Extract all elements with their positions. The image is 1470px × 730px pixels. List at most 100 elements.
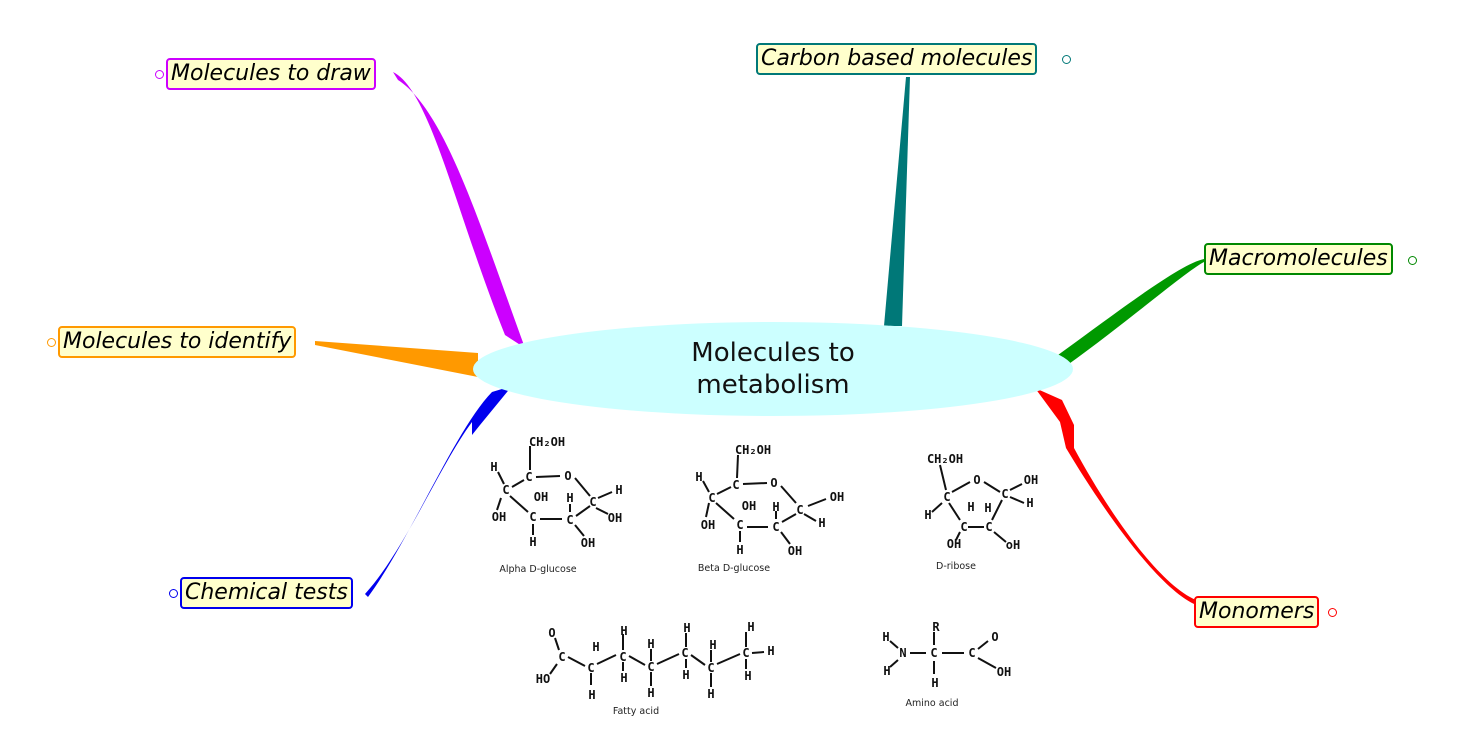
atom-label: C (707, 661, 714, 675)
atom-label: C (930, 646, 937, 660)
atom-label: C (681, 646, 688, 660)
atom-label: CH₂OH (927, 452, 963, 466)
atom-label: C (742, 646, 749, 660)
branch-macromolecules (1058, 259, 1204, 366)
caption-fatty-acid: Fatty acid (613, 706, 659, 717)
atom-label: OH (997, 665, 1011, 679)
node-label: Molecules to identify (63, 329, 292, 354)
atom-label: C (502, 483, 509, 497)
atom-label: H (709, 638, 716, 652)
atom-label: OH (742, 499, 756, 513)
central-topic-label: Molecules to metabolism (691, 338, 855, 400)
atom-label: H (818, 516, 825, 530)
atom-label: R (932, 620, 940, 634)
atom-label: C (968, 646, 975, 660)
node-label: Monomers (1199, 599, 1315, 624)
node-chemical-tests[interactable]: Chemical tests (180, 577, 353, 609)
atom-label: CH₂OH (529, 435, 565, 449)
atom-label: C (772, 520, 779, 534)
node-label: Molecules to draw (171, 61, 371, 86)
node-label: Macromolecules (1209, 246, 1388, 271)
molecule-beta-d-glucose: CH₂OH H C O C OH H C OH OH C C H H OH Be… (695, 443, 844, 574)
molecule-alpha-d-glucose: CH₂OH H C O C OH H C H OH C C OH H OH Al… (490, 435, 622, 575)
atom-label: C (529, 510, 536, 524)
atom-label: OH (581, 536, 595, 550)
atom-label: H (1026, 496, 1033, 510)
atom-label: H (566, 491, 573, 505)
branch-molecules-to-identify (315, 341, 478, 377)
atom-label: OH (947, 537, 961, 551)
atom-label: H (695, 470, 702, 484)
branch-molecules-to-draw (393, 72, 525, 348)
atom-label: H (736, 543, 743, 557)
atom-label: H (490, 460, 497, 474)
atom-label: HO (536, 672, 550, 686)
atom-label: OH (701, 518, 715, 532)
atom-label: H (747, 620, 754, 634)
atom-label: CH₂OH (735, 443, 771, 457)
node-carbon-based-molecules[interactable]: Carbon based molecules (756, 43, 1038, 75)
atom-label: C (960, 520, 967, 534)
atom-label: C (708, 491, 715, 505)
atom-label: H (707, 687, 714, 701)
atom-label: H (772, 500, 779, 514)
atom-label: C (732, 478, 739, 492)
atom-label: H (683, 621, 690, 635)
node-molecules-to-draw[interactable]: Molecules to draw (166, 58, 376, 90)
atom-label: O (548, 626, 555, 640)
caption-d-ribose: D-ribose (936, 561, 976, 572)
atom-label: O (770, 476, 777, 490)
atom-label: H (767, 644, 774, 658)
atom-label: H (592, 640, 599, 654)
collapse-toggle-icon[interactable] (169, 589, 178, 598)
atom-label: H (883, 664, 890, 678)
node-label: Carbon based molecules (761, 46, 1033, 71)
molecule-d-ribose: CH₂OH O C H C OH H H H C C OH oH D-ribos… (924, 452, 1038, 572)
molecule-amino-acid: H N H R C H C O OH Amino acid (882, 620, 1011, 709)
atom-label: OH (608, 511, 622, 525)
atom-label: C (566, 513, 573, 527)
node-label: Chemical tests (185, 580, 348, 605)
atom-label: H (647, 637, 654, 651)
atom-label: C (619, 650, 626, 664)
atom-label: OH (788, 544, 802, 558)
collapse-toggle-icon[interactable] (1062, 55, 1071, 64)
atom-label: C (558, 650, 565, 664)
atom-label: H (967, 500, 974, 514)
atom-label: H (615, 483, 622, 497)
atom-label: OH (1024, 473, 1038, 487)
atom-label: C (1001, 487, 1008, 501)
branch-carbon-based-molecules (884, 77, 910, 326)
caption-beta-d-glucose: Beta D-glucose (698, 563, 770, 574)
collapse-toggle-icon[interactable] (155, 70, 164, 79)
atom-label: H (984, 501, 991, 515)
node-molecules-to-identify[interactable]: Molecules to identify (58, 326, 297, 358)
atom-label: N (899, 646, 906, 660)
atom-label: OH (830, 490, 844, 504)
atom-label: C (587, 661, 594, 675)
atom-label: H (744, 669, 751, 683)
collapse-toggle-icon[interactable] (1408, 256, 1417, 265)
atom-label: oH (1006, 538, 1020, 552)
central-topic[interactable]: Molecules to metabolism (473, 322, 1073, 416)
node-macromolecules[interactable]: Macromolecules (1204, 243, 1393, 275)
atom-label: OH (492, 510, 506, 524)
atom-label: H (529, 535, 536, 549)
caption-alpha-d-glucose: Alpha D-glucose (499, 564, 576, 575)
node-monomers[interactable]: Monomers (1194, 596, 1320, 628)
caption-amino-acid: Amino acid (906, 698, 959, 709)
atom-label: OH (534, 490, 548, 504)
atom-label: C (647, 660, 654, 674)
atom-label: H (588, 688, 595, 702)
atom-label: H (931, 676, 938, 690)
collapse-toggle-icon[interactable] (1328, 608, 1337, 617)
atom-label: O (991, 630, 998, 644)
branch-monomers (1035, 388, 1196, 604)
collapse-toggle-icon[interactable] (47, 338, 56, 347)
atom-label: C (736, 518, 743, 532)
atom-label: C (985, 520, 992, 534)
atom-label: H (620, 624, 627, 638)
atom-label: O (973, 473, 980, 487)
branch-chemical-tests (365, 386, 512, 597)
